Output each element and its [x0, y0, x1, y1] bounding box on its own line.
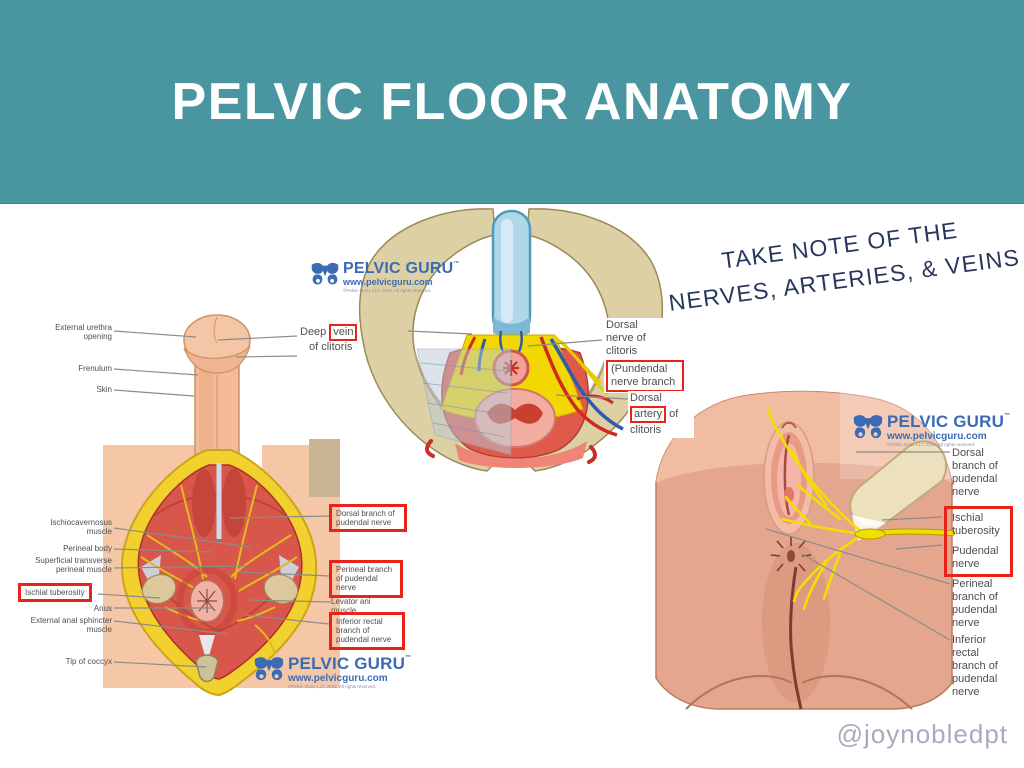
logo-wordmark: PELVIC GURU™	[343, 260, 460, 277]
pelvis-icon	[853, 415, 883, 439]
label-dorsal-branch-of-pudendal-nerve: Dorsal branch of pudendal nerve	[329, 504, 407, 533]
label-perineal-body: Perineal body	[63, 544, 112, 553]
perineum-illustration	[103, 314, 340, 697]
label-perineal-branch-of-pudendal-nerve: Perineal branch of pudendal nerve	[329, 560, 403, 598]
label-inferior-rectal-branch-of-pudendal-nerve: Inferior rectal branch of pudendal nerve	[329, 612, 405, 650]
label-dorsal-nerve-of-clitoris: Dorsal nerve of clitoris (Pundendal nerv…	[604, 318, 694, 393]
watermark-handle: @joynobledpt	[836, 719, 1008, 749]
label-ischiocavernosus-muscle: Ischiocavernosus muscle	[50, 518, 112, 537]
logo-copyright: ©Pelvic Guru, LLC 2019. All rights reser…	[288, 683, 377, 689]
superior-view-illustration	[359, 208, 663, 472]
label-skin: Skin	[96, 385, 112, 394]
label-external-urethra-opening: External urethra opening	[55, 323, 112, 342]
label-ischial-tuberosity-right: Ischial tuberosity	[952, 512, 1000, 537]
pelvicguru-logo-right: PELVIC GURU™ www.pelvicguru.com ©Pelvic …	[852, 413, 1010, 447]
logo-wordmark: PELVIC GURU™	[887, 412, 1011, 431]
logo-copyright: ©Pelvic Guru, LLC 2019. All rights reser…	[887, 441, 976, 447]
pelvicguru-logo-left: PELVIC GURU™ www.pelvicguru.com ©Pelvic …	[253, 655, 411, 689]
logo-wordmark: PELVIC GURU™	[288, 654, 412, 673]
label-ischial-tuberosity-pudendal-nerve-group: Ischial tuberosity Pudendal nerve	[944, 506, 1013, 577]
label-anus: Anus	[93, 604, 112, 613]
label-levator-ani-muscle: Levator ani muscle	[331, 597, 371, 616]
label-ischial-tuberosity: Ischial tuberosity	[18, 583, 92, 603]
slide-title: PELVIC FLOOR ANATOMY	[171, 72, 853, 131]
logo-url: www.pelvicguru.com	[887, 430, 987, 442]
pelvicguru-logo-middle: PELVIC GURU™ www.pelvicguru.com ©Pelvic …	[310, 260, 460, 293]
logo-url: www.pelvicguru.com	[288, 672, 388, 684]
label-frenulum: Frenulum	[78, 364, 112, 373]
label-dorsal-branch-of-pudendal-nerve-right: Dorsal branch of pudendal nerve	[952, 447, 998, 498]
label-perineal-branch-of-pudendal-nerve-right: Perineal branch of pudendal nerve	[952, 578, 998, 629]
label-pudendal-nerve: Pudendal nerve	[952, 544, 999, 570]
pudendal-nerve-illustration	[655, 389, 955, 710]
pelvis-icon	[254, 657, 284, 681]
logo-url: www.pelvicguru.com	[343, 276, 433, 287]
logo-copyright: ©Pelvic Guru, LLC 2019. All rights reser…	[343, 287, 432, 293]
label-superficial-transverse-perineal-muscle: Superficial transverse perineal muscle	[35, 556, 112, 575]
pelvis-icon	[311, 262, 339, 285]
label-inferior-rectal-branch-of-pudendal-nerve-right: Inferior rectal branch of pudendal nerve	[952, 634, 998, 698]
title-banner: PELVIC FLOOR ANATOMY	[0, 0, 1024, 204]
label-external-anal-sphincter-muscle: External anal sphincter muscle	[30, 616, 112, 635]
label-tip-of-coccyx: Tip of coccyx	[65, 657, 112, 666]
